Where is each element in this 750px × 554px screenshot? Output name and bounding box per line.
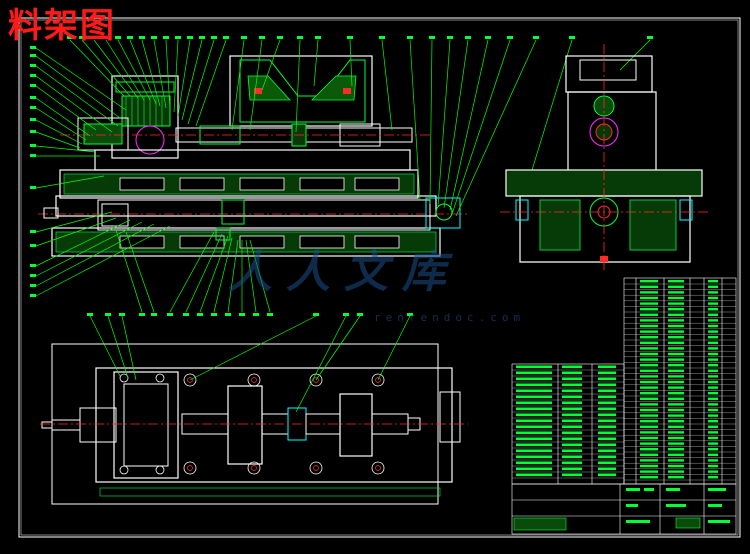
spec-table-rows: [512, 369, 624, 479]
leader-lines: [35, 39, 651, 313]
parts-list-text: [640, 280, 718, 479]
watermark-text: 人人文库: [228, 247, 460, 298]
front-section-view: [38, 55, 470, 257]
drawing-title: 料架图: [8, 6, 116, 46]
side-section-view: [500, 44, 708, 272]
top-view: [40, 315, 468, 505]
watermark-url: renrendoc.com: [374, 311, 526, 324]
title-block-marks: [626, 488, 730, 523]
sheet-inner-frame: [20, 19, 739, 536]
title-block: [511, 483, 737, 535]
balloon-labels: [30, 36, 653, 316]
parts-list-rows: [624, 283, 736, 481]
spec-table-text: [516, 365, 616, 477]
sheet-frame: [18, 17, 741, 538]
